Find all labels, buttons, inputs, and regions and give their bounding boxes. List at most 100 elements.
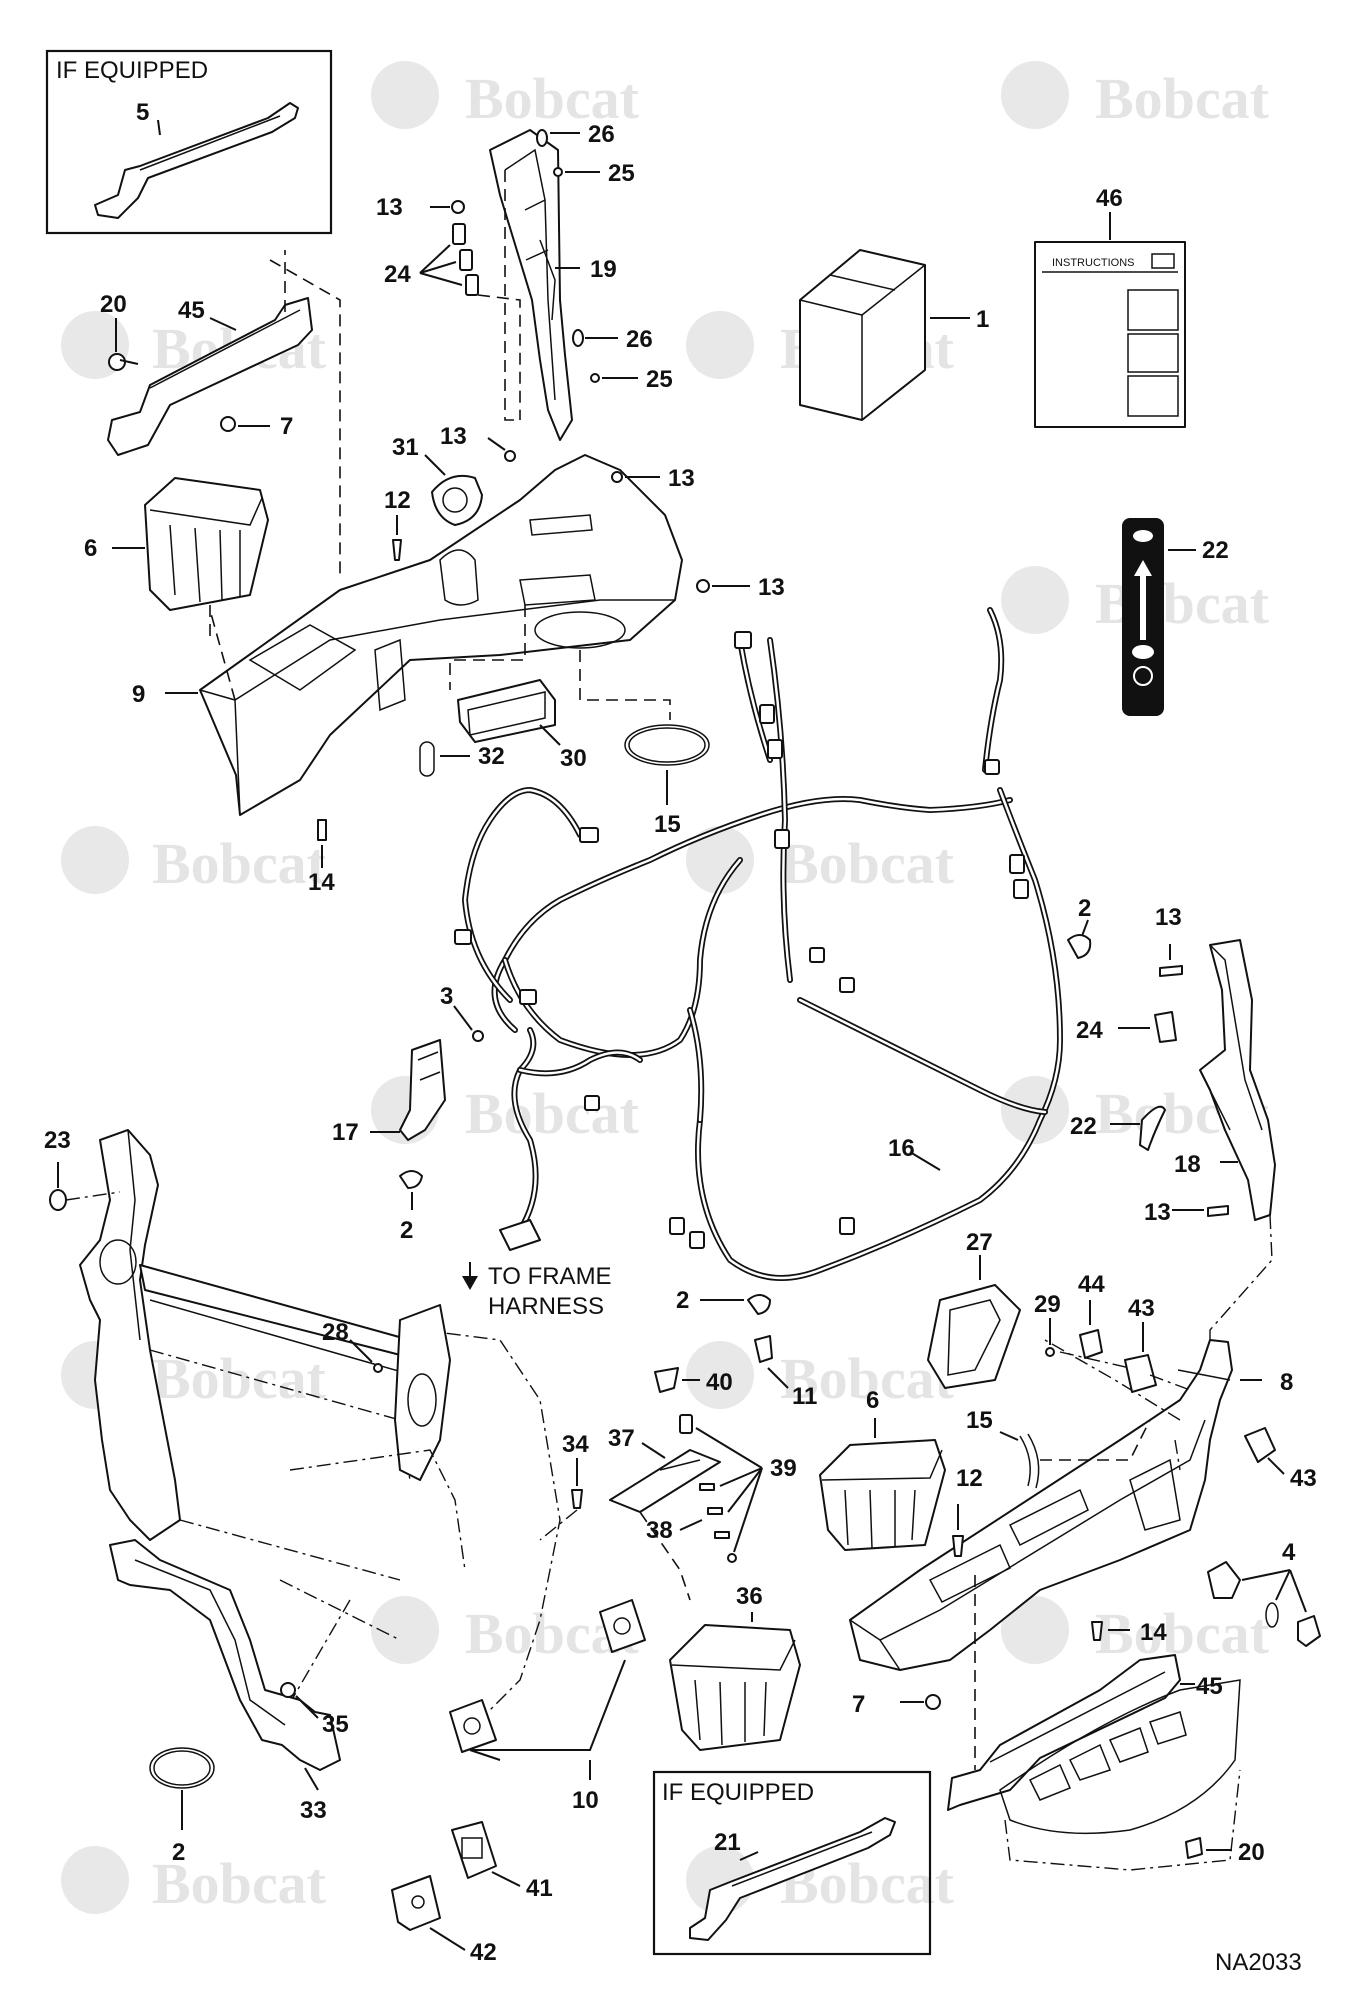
callout-label-38: 38 bbox=[646, 1517, 673, 1544]
callout-label-18: 18 bbox=[1174, 1151, 1201, 1178]
watermark-text: Bobcat bbox=[152, 831, 327, 896]
callout-label-3: 3 bbox=[440, 983, 453, 1010]
callout-label-24: 24 bbox=[384, 261, 411, 288]
callout-label-2: 2 bbox=[400, 1217, 413, 1244]
watermark-text: Bobcat bbox=[1095, 66, 1270, 131]
callout-label-7: 7 bbox=[280, 413, 293, 440]
console-hardware: 12 31 13 13 13 14 32 30 15 bbox=[308, 423, 785, 896]
harness-clips: 2 3 17 2 2 11 40 bbox=[332, 895, 1091, 1410]
callout-label-7: 7 bbox=[852, 1691, 865, 1718]
callout-label-12: 12 bbox=[956, 1465, 983, 1492]
callout-label-5: 5 bbox=[136, 99, 149, 126]
small-parts-41-42: 41 42 bbox=[391, 1821, 553, 1966]
callout-label-25: 25 bbox=[608, 160, 635, 187]
pillar-trim-19: 19 26 25 26 25 13 24 bbox=[376, 121, 673, 441]
callout-label-39: 39 bbox=[770, 1455, 797, 1482]
watermark-logo: Bobcat bbox=[1001, 61, 1270, 131]
callout-label-2: 2 bbox=[676, 1287, 689, 1314]
vent-27: 27 bbox=[927, 1229, 1021, 1389]
callout-label-46: 46 bbox=[1096, 185, 1123, 212]
callout-label-15: 15 bbox=[966, 1407, 993, 1434]
svg-text:INSTRUCTIONS: INSTRUCTIONS bbox=[1052, 257, 1135, 269]
watermark-logo: Bobcat bbox=[371, 61, 640, 131]
watermark-logo: Bobcat bbox=[686, 1341, 955, 1411]
callout-label-36: 36 bbox=[736, 1583, 763, 1610]
callout-label-19: 19 bbox=[590, 256, 617, 283]
callout-label-26: 26 bbox=[588, 121, 615, 148]
if-equipped-label: IF EQUIPPED bbox=[662, 1779, 814, 1806]
callout-label-43: 43 bbox=[1128, 1295, 1155, 1322]
callout-label-4: 4 bbox=[1282, 1539, 1296, 1566]
callout-label-21: 21 bbox=[714, 1829, 741, 1856]
callout-label-6: 6 bbox=[84, 535, 97, 562]
callout-label-37: 37 bbox=[608, 1425, 635, 1452]
console-panel-9: 9 bbox=[132, 454, 683, 816]
callout-label-13: 13 bbox=[440, 423, 467, 450]
watermark-text: Bobcat bbox=[1095, 1601, 1270, 1666]
plate-37-hardware: 37 39 38 bbox=[608, 1414, 797, 1601]
tray-part-36: 36 bbox=[669, 1583, 801, 1751]
callout-label-33: 33 bbox=[300, 1797, 327, 1824]
callout-label-17: 17 bbox=[332, 1119, 359, 1146]
callout-label-13: 13 bbox=[1155, 904, 1182, 931]
watermark-text: Bobcat bbox=[465, 1081, 640, 1146]
callout-label-10: 10 bbox=[572, 1787, 599, 1814]
watermark-text: Bobcat bbox=[1095, 571, 1270, 636]
callout-label-22: 22 bbox=[1070, 1113, 1097, 1140]
right-console-8: 8 12 14 15 bbox=[849, 1339, 1293, 1671]
callout-label-25: 25 bbox=[646, 366, 673, 393]
watermark-logo: Bobcat bbox=[1001, 1596, 1270, 1666]
callout-label-43: 43 bbox=[1290, 1465, 1317, 1492]
callout-label-28: 28 bbox=[322, 1319, 349, 1346]
plates-10: 10 bbox=[449, 1599, 646, 1814]
watermark-text: Bobcat bbox=[465, 66, 640, 131]
tray-part-6-lower: 6 bbox=[819, 1387, 946, 1551]
callout-label-20: 20 bbox=[1238, 1839, 1265, 1866]
socket-part-4: 4 bbox=[1207, 1539, 1321, 1647]
drawing-number: NA2033 bbox=[1215, 1949, 1302, 1976]
bracket-33: 33 35 2 23 28 34 bbox=[44, 1127, 589, 1866]
upper-left-bracket-45: 20 45 7 bbox=[100, 250, 341, 580]
callout-label-13: 13 bbox=[668, 465, 695, 492]
callout-label-14: 14 bbox=[1140, 1619, 1167, 1646]
if-equipped-box-bottom: IF EQUIPPED 21 bbox=[652, 1770, 932, 1956]
callout-label-16: 16 bbox=[888, 1135, 915, 1162]
callout-label-12: 12 bbox=[384, 487, 411, 514]
wiring-harness-16: 16 TO FRAME HARNESS bbox=[454, 607, 1063, 1320]
svg-text:TO FRAME: TO FRAME bbox=[488, 1263, 612, 1290]
callout-label-11: 11 bbox=[792, 1383, 817, 1410]
callout-label-8: 8 bbox=[1280, 1369, 1293, 1396]
callout-label-24: 24 bbox=[1076, 1017, 1103, 1044]
callout-label-22: 22 bbox=[1202, 537, 1229, 564]
callout-label-23: 23 bbox=[44, 1127, 71, 1154]
callout-label-44: 44 bbox=[1078, 1271, 1105, 1298]
callout-label-41: 41 bbox=[526, 1875, 553, 1902]
callout-label-1: 1 bbox=[976, 306, 989, 333]
lower-right-bracket-45: 45 7 20 bbox=[852, 1575, 1265, 1871]
watermark-text: Bobcat bbox=[780, 1346, 955, 1411]
callout-label-2: 2 bbox=[172, 1839, 185, 1866]
instructions-booklet-46: INSTRUCTIONS 46 bbox=[1034, 185, 1186, 428]
callout-label-13: 13 bbox=[376, 194, 403, 221]
callout-label-13: 13 bbox=[758, 574, 785, 601]
callout-label-30: 30 bbox=[560, 745, 587, 772]
callout-label-27: 27 bbox=[966, 1229, 993, 1256]
callout-label-14: 14 bbox=[308, 869, 335, 896]
watermark-text: Bobcat bbox=[780, 831, 955, 896]
bracket-part-5 bbox=[94, 102, 299, 219]
callout-label-15: 15 bbox=[654, 811, 681, 838]
callout-label-26: 26 bbox=[626, 326, 653, 353]
switches-29-43-44: 29 44 43 43 bbox=[1034, 1271, 1317, 1492]
right-trim-18: 18 13 24 22 13 bbox=[1070, 904, 1276, 1350]
part-1-box: 1 bbox=[799, 249, 989, 421]
watermark-logo: Bobcat bbox=[61, 1846, 327, 1916]
watermark-text: Bobcat bbox=[152, 1851, 327, 1916]
watermark-logo: Bobcat bbox=[371, 1596, 640, 1666]
if-equipped-box-top: IF EQUIPPED 5 bbox=[45, 49, 333, 235]
callout-label-45: 45 bbox=[1196, 1673, 1223, 1700]
bracket-part-21 bbox=[689, 1817, 896, 1941]
callout-label-9: 9 bbox=[132, 681, 145, 708]
callout-label-2: 2 bbox=[1078, 895, 1091, 922]
watermark-logo: Bobcat bbox=[61, 826, 327, 896]
callout-label-29: 29 bbox=[1034, 1291, 1061, 1318]
